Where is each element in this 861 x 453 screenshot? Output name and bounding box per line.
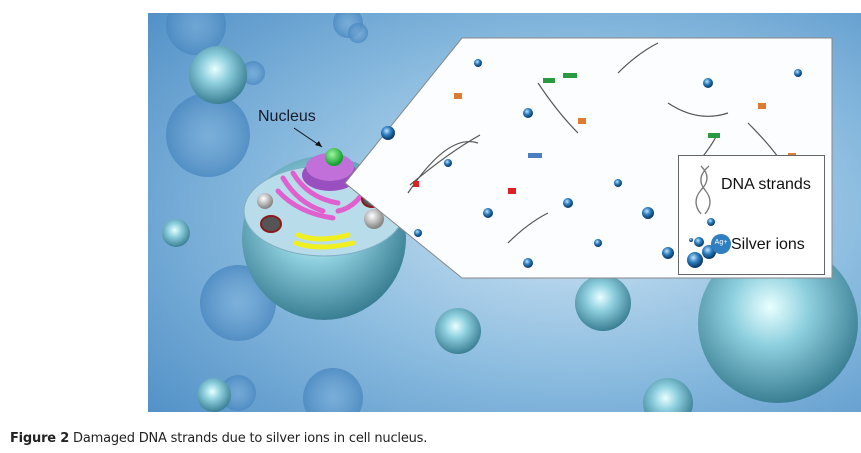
legend-silver-label: Silver ions [731,236,805,253]
figure-caption: Figure 2 Damaged DNA strands due to silv… [10,431,427,446]
caption-text: Damaged DNA strands due to silver ions i… [73,431,428,446]
nucleolus [325,148,343,166]
legend-icons [687,165,716,268]
ion-symbol-label: Ag+ [714,239,728,246]
silver-ions [381,59,802,268]
nucleus-label: Nucleus [258,108,316,125]
legend-dna-label: DNA strands [721,176,811,193]
dna-strand-icon [695,165,711,215]
legend: Ag+ DNA strands Silver ions [678,155,825,275]
spheres [162,46,858,412]
caption-number: Figure 2 [10,431,70,446]
golgi [293,232,356,250]
silver-ion-icon [711,234,731,254]
